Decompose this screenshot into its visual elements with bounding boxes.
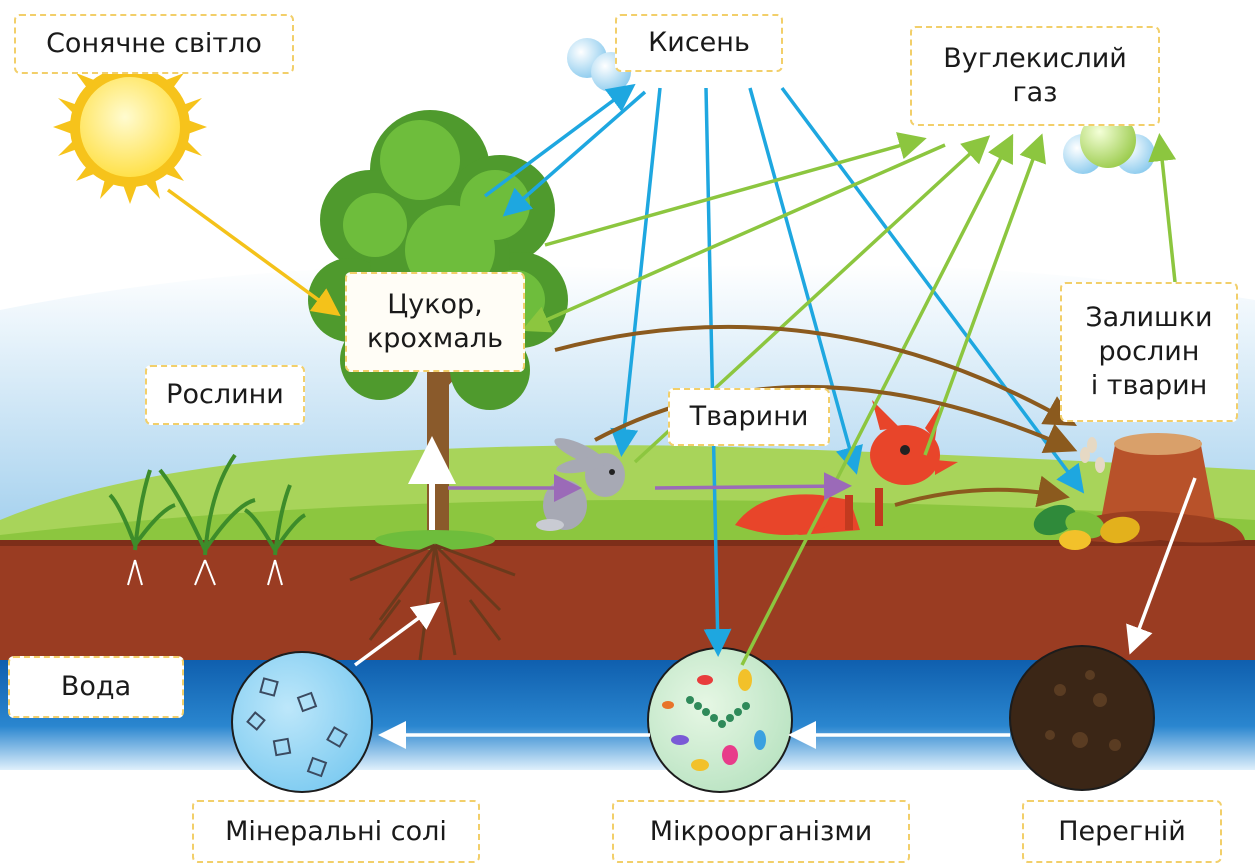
remains-to-co2-arrow [1160, 140, 1175, 282]
label-water: Вода [8, 656, 184, 718]
mineral-salts-circle [232, 652, 372, 792]
label-microorganisms: Мікроорганізми [612, 800, 910, 863]
tree-to-co2-arrow [545, 140, 920, 245]
label-oxygen: Кисень [615, 14, 783, 72]
microorganisms-circle [648, 648, 792, 792]
label-mineral-salts: Мінеральні солі [192, 800, 480, 863]
label-carbon-dioxide: Вуглекислий газ [910, 26, 1160, 126]
oxygen-to-tree-arrow [508, 92, 645, 212]
label-sunlight: Сонячне світло [14, 14, 294, 74]
humus-circle [1010, 646, 1154, 790]
label-sugar-starch: Цукор, крохмаль [345, 272, 525, 372]
tree-to-oxygen-arrow [485, 88, 630, 196]
soil-layer [0, 540, 1255, 660]
rabbit-to-fox-arrow [655, 486, 845, 488]
label-remains: Залишки рослин і тварин [1060, 282, 1238, 422]
label-plants: Рослини [145, 365, 305, 425]
label-animals: Тварини [668, 388, 830, 446]
label-humus: Перегній [1022, 800, 1222, 863]
